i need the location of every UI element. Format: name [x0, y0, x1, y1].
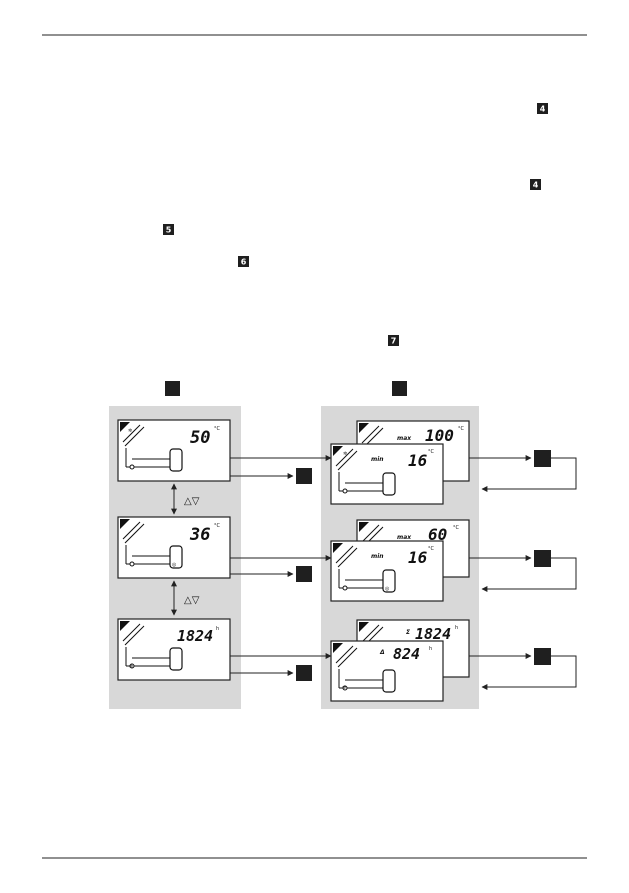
- svg-text:✲: ✲: [128, 428, 133, 434]
- lcd-group-3: Σ 1824 h ✲ Δ 824 h: [330, 619, 470, 702]
- return-arrow-3: [481, 655, 577, 690]
- lcd-front-delta-hours: ✲ Δ 824 h: [330, 640, 444, 702]
- svg-text:°C: °C: [453, 525, 460, 531]
- svg-text:✲: ✲: [129, 664, 134, 670]
- svg-text:°C: °C: [428, 449, 435, 455]
- svg-text:1824: 1824: [415, 625, 451, 643]
- svg-text:°C: °C: [458, 426, 465, 432]
- svg-text:4: 4: [540, 105, 546, 114]
- svg-text:max: max: [397, 534, 412, 541]
- svg-text:°C: °C: [214, 426, 221, 432]
- svg-text:1824: 1824: [177, 627, 213, 645]
- svg-text:min: min: [371, 456, 384, 463]
- right-column-marker: [392, 381, 407, 396]
- lcd-display-temperature-1: ✲ 50 °C: [117, 419, 231, 482]
- key-square-1: [296, 468, 312, 484]
- up-down-symbol-1: △▽: [184, 496, 200, 507]
- svg-text:max: max: [397, 435, 412, 442]
- svg-text:h: h: [455, 625, 458, 631]
- svg-text:6: 6: [241, 258, 247, 267]
- lcd-display-hours: ✲ 1824 h: [117, 618, 231, 681]
- svg-text:✲: ✲: [343, 451, 348, 457]
- svg-text:60: 60: [428, 525, 447, 544]
- svg-text:◎: ◎: [385, 586, 390, 592]
- svg-text:824: 824: [393, 645, 420, 663]
- lcd-display-temperature-2: 36 °C ◎: [117, 516, 231, 579]
- step-badge-5: 5: [163, 224, 174, 235]
- svg-text:50: 50: [190, 428, 210, 448]
- svg-text:100: 100: [425, 426, 454, 445]
- svg-text:h: h: [429, 646, 432, 652]
- svg-text:✲: ✲: [342, 685, 347, 691]
- step-badge-4a: 4: [537, 103, 548, 114]
- lcd-front-min: min 16 °C ◎: [330, 540, 444, 602]
- key-square-3: [296, 665, 312, 681]
- svg-text:4: 4: [533, 181, 539, 190]
- svg-text:16: 16: [408, 451, 428, 470]
- right-key-square-2: [534, 550, 551, 567]
- up-down-symbol-2: △▽: [184, 595, 200, 606]
- svg-text:7: 7: [391, 337, 397, 346]
- svg-text:Δ: Δ: [379, 649, 385, 656]
- svg-text:◎: ◎: [172, 562, 177, 568]
- svg-text:min: min: [371, 553, 384, 560]
- svg-text:h: h: [216, 626, 219, 632]
- right-key-square-3: [534, 648, 551, 665]
- lcd-front-min: ✲ min 16 °C: [330, 443, 444, 505]
- svg-text:Σ: Σ: [406, 629, 411, 636]
- return-arrow-2: [481, 557, 577, 592]
- left-column-marker: [165, 381, 180, 396]
- key-square-2: [296, 566, 312, 582]
- right-key-square-1: [534, 450, 551, 467]
- step-badge-7: 7: [388, 335, 399, 346]
- return-arrow-1: [481, 457, 577, 492]
- svg-text:5: 5: [166, 226, 172, 235]
- svg-text:16: 16: [408, 548, 428, 567]
- lcd-group-2: max 60 °C min 16 °C ◎: [330, 519, 470, 602]
- svg-text:°C: °C: [214, 523, 221, 529]
- step-badge-4b: 4: [530, 179, 541, 190]
- svg-text:°C: °C: [428, 546, 435, 552]
- svg-text:36: 36: [189, 525, 210, 545]
- step-badge-6: 6: [238, 256, 249, 267]
- lcd-group-1: max 100 °C ✲ min 16 °C: [330, 420, 470, 505]
